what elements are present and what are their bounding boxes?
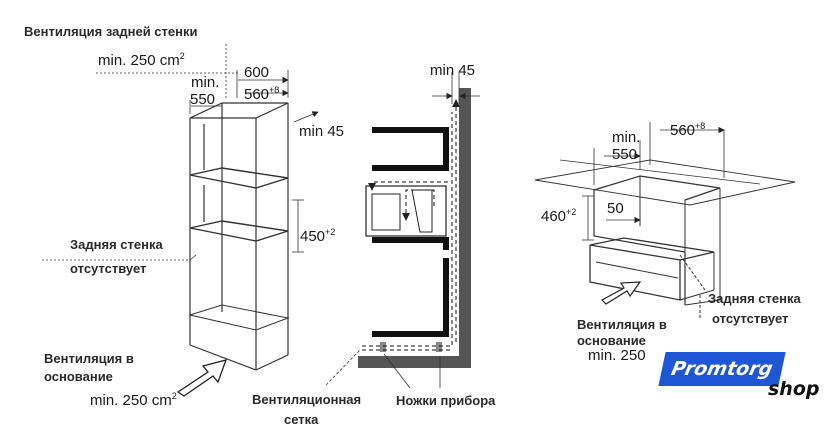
niche-vent-arrow-icon: [601, 281, 642, 305]
base-vent-right-line3: min. 250: [588, 347, 646, 364]
logo-top-text: Promtorg: [658, 352, 786, 386]
min-label-right: min.: [612, 129, 641, 146]
dim-600: 600: [244, 64, 270, 81]
base-vent-right-line1: Вентиляция в: [577, 317, 667, 332]
vent-grille-line2: сетка: [284, 412, 319, 427]
min45-cabinet: min 45: [299, 123, 345, 140]
no-back-left-line1: Задняя стенка: [70, 237, 163, 252]
dim-560-right: 560+8: [670, 121, 706, 139]
vent-grille-line1: Вентиляционная: [252, 392, 362, 407]
no-back-left-line2: отсутствует: [70, 261, 147, 276]
base-vent-area: min. 250 cm2: [90, 391, 177, 409]
device-feet: Ножки прибора: [396, 393, 496, 408]
dim-460: 460+2: [541, 207, 577, 225]
base-vent-arrow-icon: [176, 359, 228, 397]
base-vent-left-line2: основание: [44, 369, 113, 384]
no-back-right-line1: Задняя стенка: [708, 291, 801, 306]
niche-view: [534, 122, 796, 318]
min-label-left: min.: [191, 74, 220, 91]
no-back-right-line2: отсутствует: [712, 311, 789, 326]
dim-450: 450+2: [300, 227, 336, 245]
dim-50: 50: [607, 200, 624, 217]
rear-vent-area: min. 250 cm2: [98, 51, 185, 69]
rear-vent-title: Вентиляция задней стенки: [24, 24, 198, 39]
cabinet-dimension-lines: [42, 44, 319, 261]
section-view: [325, 72, 480, 389]
logo-bottom-text: shop: [768, 378, 820, 400]
dim-560-left: 560+8: [244, 85, 280, 103]
dim-550-right: 550: [612, 146, 638, 163]
dim-550-left: 550: [190, 91, 216, 108]
tall-cabinet: [188, 102, 290, 371]
min45-side: min 45: [430, 62, 476, 79]
promtorg-logo: Promtorg shop: [658, 352, 827, 410]
base-vent-left-line1: Вентиляция в: [44, 351, 134, 366]
base-vent-right-line2: основание: [577, 333, 646, 348]
